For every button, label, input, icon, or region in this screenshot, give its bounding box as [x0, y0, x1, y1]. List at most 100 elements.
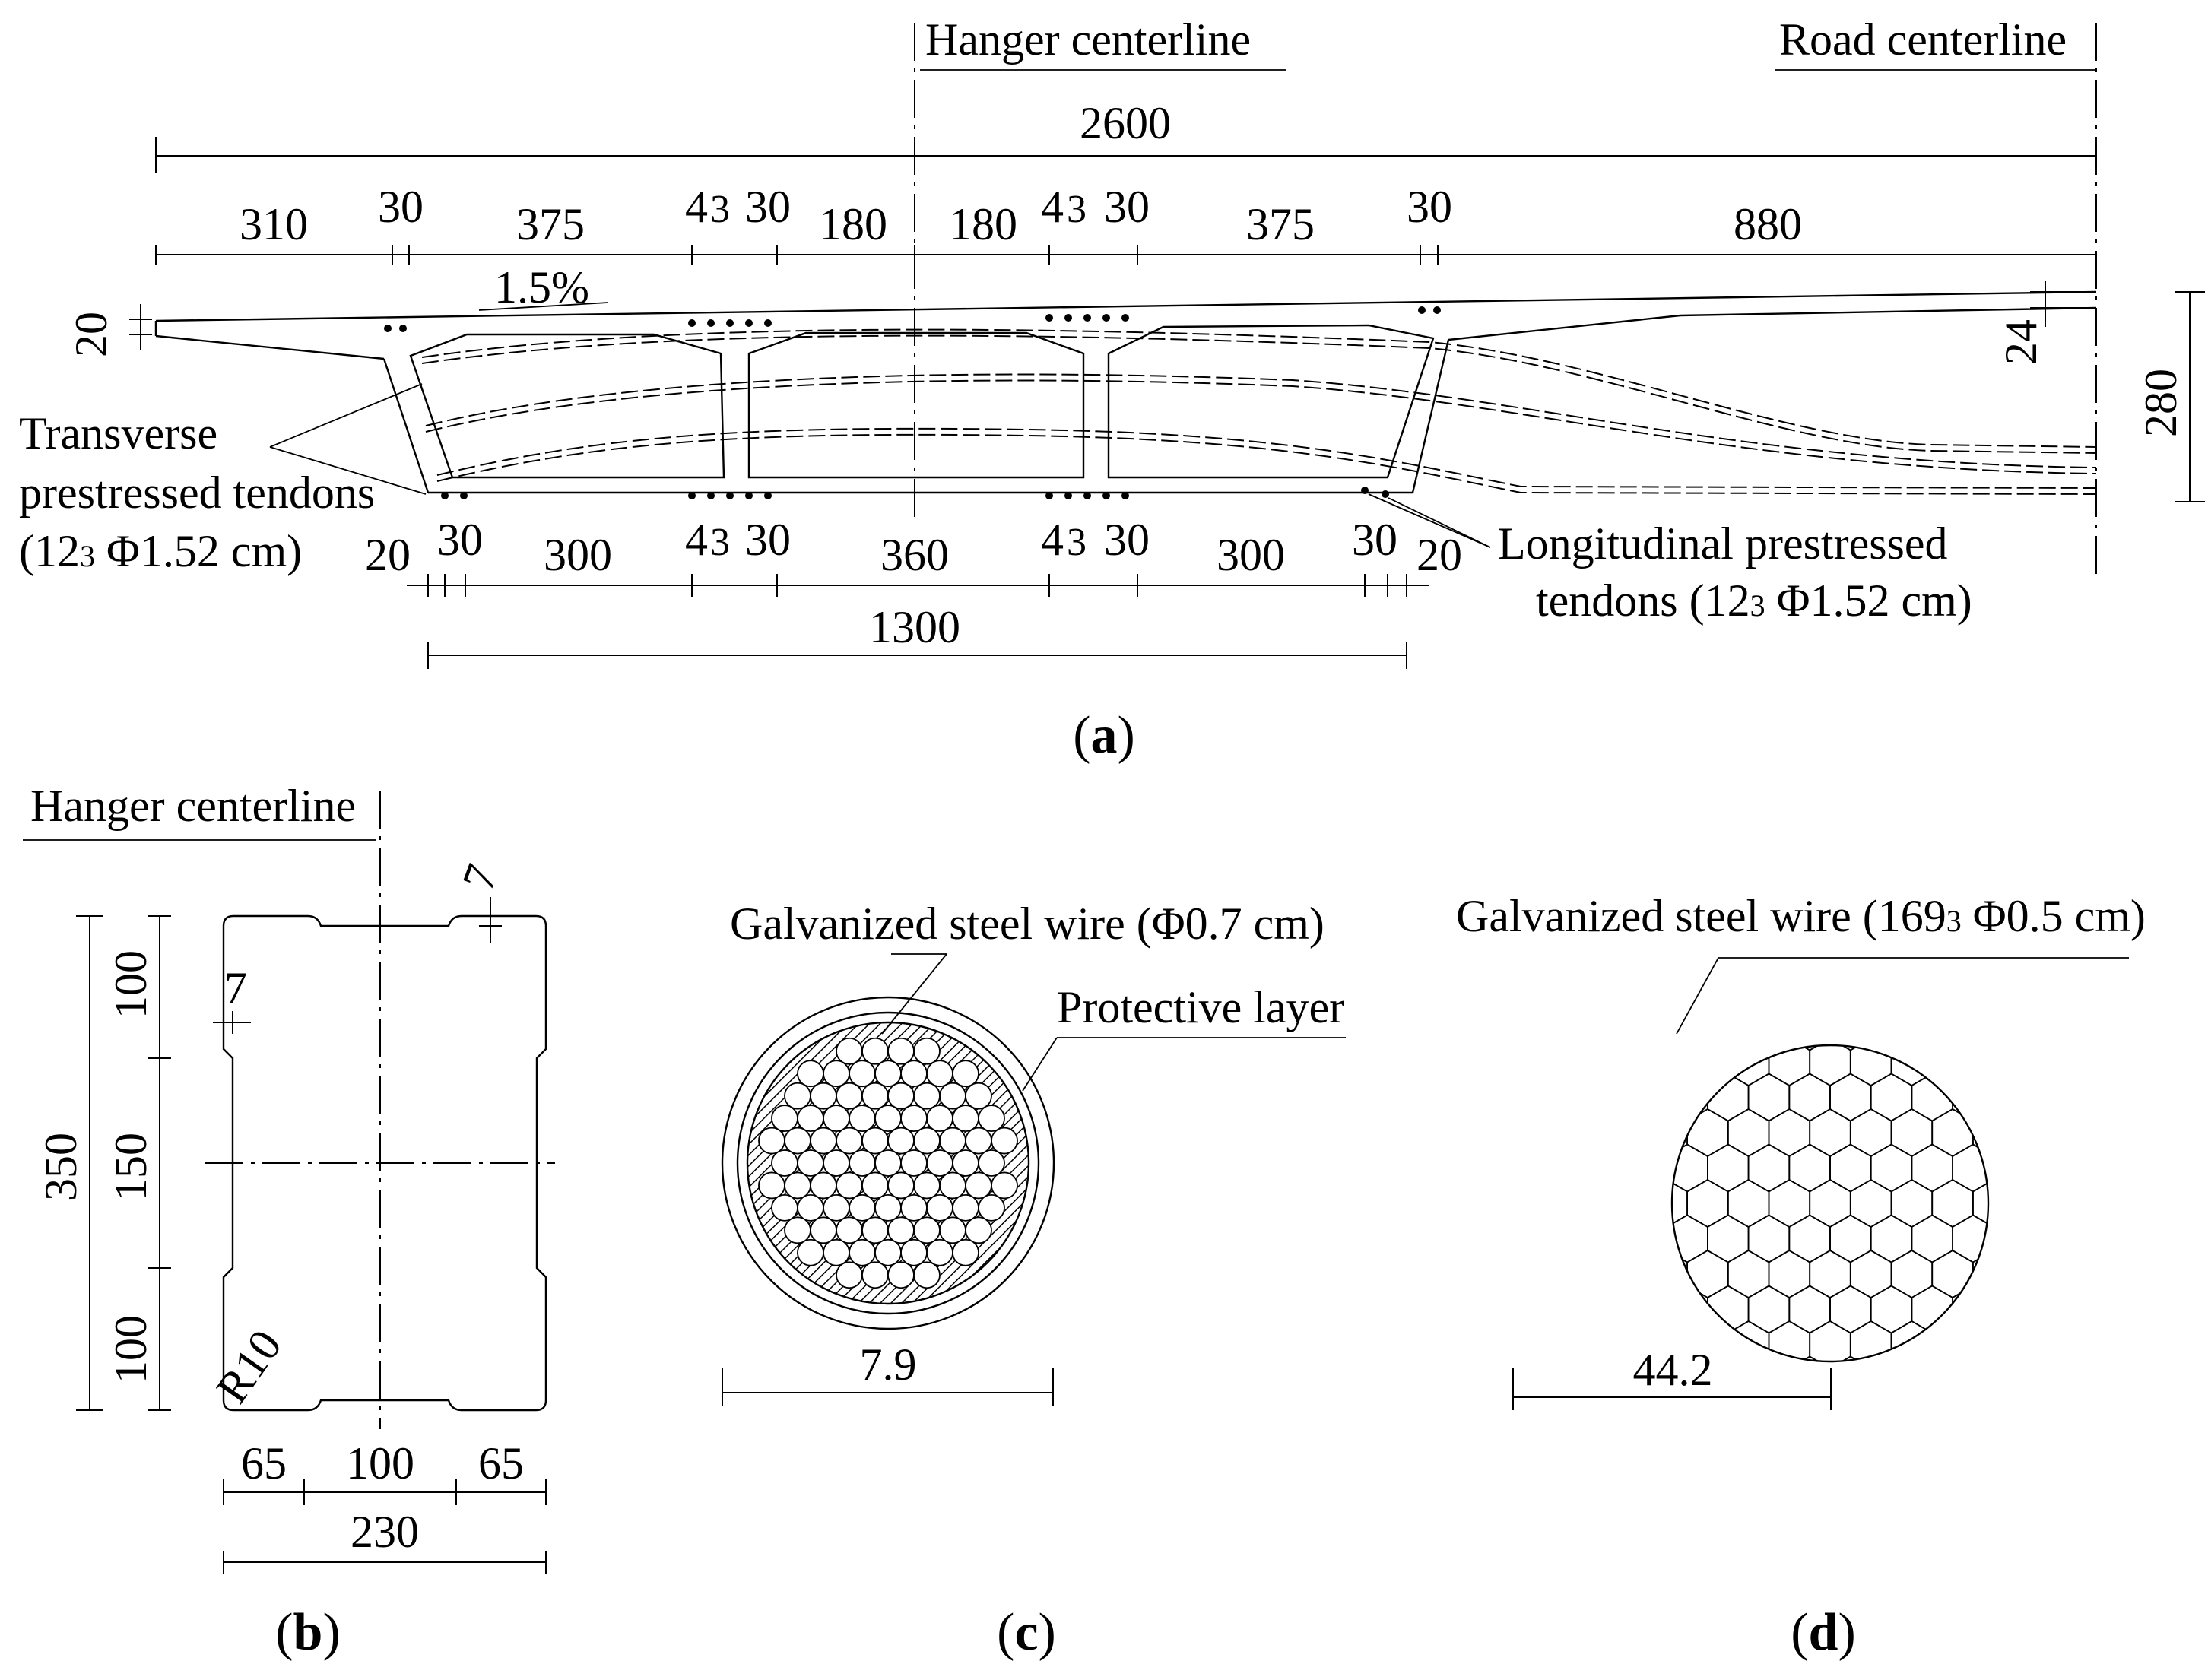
hex-wire-cell — [1973, 968, 2014, 1015]
transverse-label-1: Transverse — [19, 408, 217, 458]
hex-wire-cell — [1706, 1143, 1750, 1193]
caption-a: (a) — [1073, 706, 1135, 765]
hex-wire-cell — [1606, 1250, 1647, 1298]
steel-wire — [939, 1127, 966, 1155]
hex-wire-cell — [2014, 1392, 2055, 1439]
dim-b-30-a: 30 — [437, 515, 483, 565]
hex-wire-cell — [1483, 1250, 1524, 1298]
hex-wire-cell — [1911, 1428, 1953, 1475]
caption-c: (c) — [997, 1603, 1056, 1662]
hex-wire-cell — [1994, 1074, 2035, 1121]
steel-wire — [926, 1238, 953, 1266]
dim-3-a: 3 — [710, 188, 730, 231]
hex-wire-cell — [2014, 1038, 2055, 1086]
hex-wire-cell — [1606, 1463, 1647, 1510]
hex-wire-cell — [1524, 1463, 1565, 1510]
steel-wire — [861, 1216, 889, 1244]
steel-wire — [900, 1193, 928, 1222]
hex-wire-cell — [1524, 1180, 1565, 1227]
steel-wire — [810, 1216, 837, 1244]
dim-375-b: 375 — [1246, 199, 1315, 249]
transverse-label-2: prestressed tendons — [19, 468, 375, 518]
hex-wire-cell — [2054, 1109, 2095, 1156]
hex-wire-cell — [1646, 1392, 1687, 1439]
hex-wire-cell — [1994, 1286, 2035, 1333]
hex-wire-cell — [2054, 1392, 2095, 1439]
hex-wire-cell — [1870, 1285, 1913, 1334]
dim-4-a: 4 — [685, 182, 708, 232]
dim-280: 280 — [2136, 369, 2186, 437]
hex-wire-cell — [2054, 1321, 2095, 1368]
dim-100-top: 100 — [106, 950, 156, 1019]
hex-wire-cell — [2054, 968, 2095, 1015]
steel-wire — [771, 1193, 798, 1222]
hex-wire-cell — [1544, 1286, 1585, 1333]
hex-wire-cell — [1504, 1003, 1545, 1051]
hex-wire-cell — [1849, 1045, 1892, 1087]
radius-label: R10 — [207, 1321, 291, 1412]
steel-wire — [861, 1037, 889, 1065]
steel-wire — [797, 1060, 824, 1088]
hex-wire-cell — [1646, 968, 1687, 1015]
steel-wire — [836, 1261, 863, 1289]
hex-wire-cell — [1972, 1320, 1988, 1361]
steel-wire — [913, 1171, 941, 1200]
steel-wire — [887, 1216, 915, 1244]
hex-wire-cell — [1483, 1392, 1524, 1439]
steel-wire — [836, 1037, 863, 1065]
hex-wire-cell — [1830, 1428, 1871, 1475]
steel-wire — [952, 1238, 979, 1266]
hex-wire-cell — [1483, 1109, 1524, 1156]
hex-wire-cell — [2137, 1038, 2178, 1086]
hex-wire-cell — [1544, 1003, 1585, 1051]
steel-wire — [952, 1193, 979, 1222]
hex-wire-cell — [1585, 1074, 1626, 1121]
hex-wire-cell — [2095, 1180, 2137, 1227]
hex-wire-cell — [1952, 1285, 1988, 1334]
hex-wire-cell — [1626, 1145, 1667, 1192]
steel-wire — [874, 1193, 902, 1222]
hex-wire-cell — [1851, 1463, 1892, 1510]
steel-wire — [823, 1105, 850, 1133]
hex-wire-cell — [1871, 1428, 1912, 1475]
hex-wire-cell — [1686, 1178, 1729, 1228]
panel-d: Galvanized steel wire (1693 Φ0.5 cm) 44.… — [1456, 891, 2198, 1662]
hex-wire-cell — [1931, 1320, 1974, 1361]
dim-100-bottom: 100 — [106, 1315, 156, 1384]
hex-wire-cell — [1626, 1216, 1667, 1263]
steel-wire — [926, 1060, 953, 1088]
steel-wire — [797, 1193, 824, 1222]
hex-wire-cell — [2095, 1109, 2137, 1156]
hex-wire-cell — [2137, 1392, 2178, 1439]
steel-wire — [836, 1216, 863, 1244]
dim-b-3-b: 3 — [1067, 521, 1087, 564]
dim-b-300-b: 300 — [1217, 530, 1285, 580]
hex-wire-cell — [2075, 1145, 2116, 1192]
hex-wire-cell — [1544, 1428, 1585, 1475]
hex-wire-cell — [1973, 1463, 2014, 1510]
wire-label-d: Galvanized steel wire (1693 Φ0.5 cm) — [1456, 891, 2146, 941]
steel-wire — [952, 1060, 979, 1088]
dim-310: 310 — [240, 199, 308, 249]
steel-wire — [991, 1171, 1018, 1200]
hanger-section-outline — [222, 914, 547, 1412]
hex-wire-cell — [1788, 1143, 1831, 1193]
hex-wire-cell — [1747, 1214, 1791, 1263]
steel-wire — [900, 1105, 928, 1133]
hex-wire-cell — [2157, 1074, 2198, 1121]
hex-wire-cell — [1892, 968, 1933, 1015]
dim-30-c: 30 — [1104, 182, 1150, 232]
hex-wire-cell — [1606, 968, 1647, 1015]
steel-wire — [758, 1127, 785, 1155]
hex-wire-cell — [2157, 1357, 2198, 1404]
slope-label: 1.5% — [494, 262, 589, 312]
dim-7-top: 7 — [452, 858, 507, 897]
steel-wire — [797, 1105, 824, 1133]
steel-wire — [965, 1082, 992, 1110]
hex-wire-cell — [1727, 1108, 1770, 1158]
hex-wire-cell — [1606, 1180, 1647, 1227]
steel-wire — [900, 1060, 928, 1088]
steel-wire — [887, 1037, 915, 1065]
steel-wire — [849, 1149, 876, 1177]
hex-wire-cell — [1544, 1145, 1585, 1192]
